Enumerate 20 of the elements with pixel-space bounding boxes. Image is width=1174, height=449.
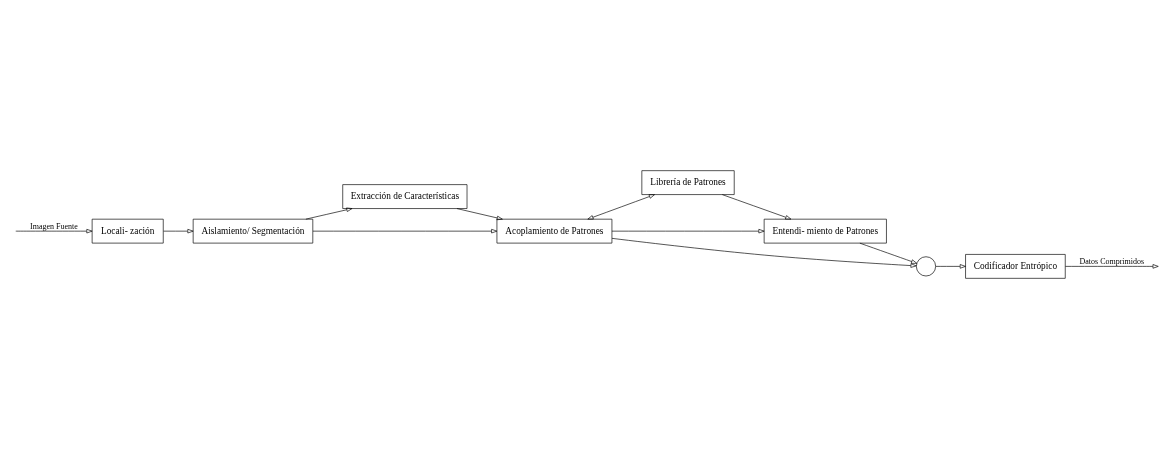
node-circle [916,256,936,277]
node-box: Locali- zación [91,218,164,244]
arrow [611,238,917,268]
node-box: Aislamiento/ Segmentación [192,218,314,244]
arrow [456,208,503,221]
arrow [587,194,655,220]
arrow [611,228,765,234]
node-box: Codificador Entrópico [965,254,1066,279]
arrow [935,264,966,269]
node-box: Extracción de Características [342,184,468,209]
arrow [1065,264,1159,269]
arrow [859,242,918,264]
arrow [721,194,792,220]
node-box: Librería de Patrones [641,170,735,195]
node-box: Entendi- miento de Patrones [763,218,887,244]
arrow [15,228,93,234]
arrow [305,207,353,220]
arrow [312,228,498,234]
arrow [163,228,194,234]
node-box: Acoplamiento de Patrones [496,218,613,244]
